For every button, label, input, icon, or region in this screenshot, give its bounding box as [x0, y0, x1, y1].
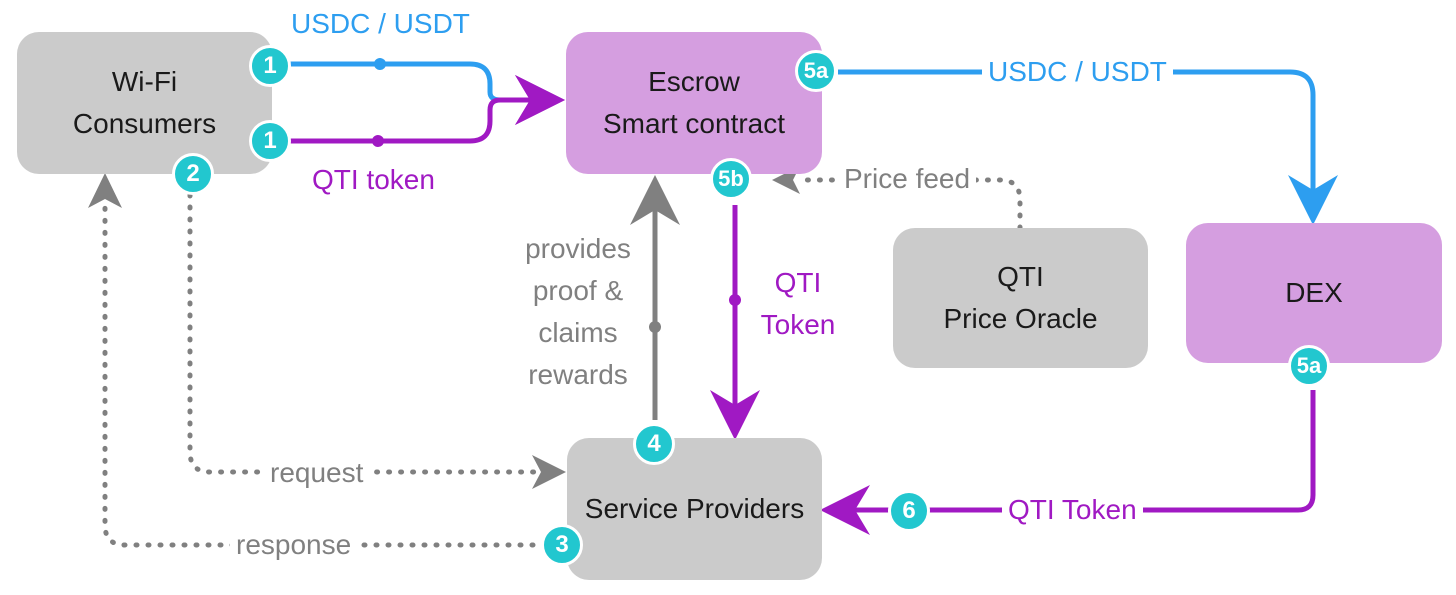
- step-badge-5b: 5b: [710, 158, 752, 200]
- response-label: response: [230, 528, 358, 562]
- usdc-right-label: USDC / USDT: [982, 55, 1173, 89]
- proof-claim-dot: [649, 321, 661, 333]
- wifi-consumers-line1: Wi-Fi: [111, 66, 178, 97]
- qti-payment-edge: [272, 75, 565, 144]
- response-edge: [102, 197, 548, 548]
- dex-label: DEX: [1285, 277, 1343, 308]
- step-badge-1-qti: 1: [249, 120, 291, 162]
- qti-token-left-label: QTI token: [312, 164, 435, 195]
- service-providers-label: Service Providers: [584, 493, 805, 524]
- oracle-line1: QTI: [997, 261, 1044, 292]
- usdc-payment-dot: [374, 58, 386, 70]
- escrow-line2: Smart contract: [602, 108, 786, 139]
- qti-mid-line2: Token: [760, 309, 836, 340]
- provides-line2: proof &: [532, 275, 624, 306]
- usdc-swap-edge: [838, 69, 1338, 225]
- wifi-consumers-node: Wi-Fi Consumers: [17, 32, 272, 174]
- response-arrowhead: [88, 173, 122, 208]
- usdc-top-label: USDC / USDT: [291, 8, 470, 39]
- step-badge-5a-escrow: 5a: [795, 50, 837, 92]
- price-oracle-node: QTI Price Oracle: [893, 228, 1148, 368]
- service-providers-node: Service Providers: [567, 438, 822, 580]
- price-feed-edge: [797, 177, 1023, 231]
- provides-proof-label: provides proof & claims rewards: [508, 228, 648, 396]
- dex-node: DEX: [1186, 223, 1442, 363]
- escrow-line1: Escrow: [648, 66, 740, 97]
- qti-payout-edge: [820, 390, 1316, 535]
- step-badge-5a-dex: 5a: [1288, 345, 1330, 387]
- qti-mid-label: QTI Token: [748, 262, 848, 346]
- provides-line1: provides: [525, 233, 631, 264]
- step-badge-1-usdc: 1: [249, 45, 291, 87]
- step-badge-2: 2: [172, 153, 214, 195]
- request-arrowhead: [532, 455, 566, 489]
- usdc-payment-edge: [272, 61, 565, 125]
- step-badge-3: 3: [541, 524, 583, 566]
- request-label: request: [264, 456, 370, 490]
- request-edge: [187, 192, 538, 475]
- wifi-consumers-line2: Consumers: [72, 108, 217, 139]
- step-badge-6: 6: [888, 490, 930, 532]
- oracle-line2: Price Oracle: [943, 303, 1098, 334]
- step-badge-4: 4: [633, 423, 675, 465]
- escrow-contract-node: Escrow Smart contract: [566, 32, 822, 174]
- qti-reward-dot: [729, 294, 741, 306]
- qti-token-bottom-label: QTI Token: [1002, 493, 1143, 527]
- provides-line3: claims: [538, 317, 618, 348]
- provides-line4: rewards: [528, 359, 628, 390]
- price-feed-label: Price feed: [838, 162, 977, 196]
- qti-mid-line1: QTI: [774, 267, 822, 298]
- qti-payment-dot: [372, 135, 384, 147]
